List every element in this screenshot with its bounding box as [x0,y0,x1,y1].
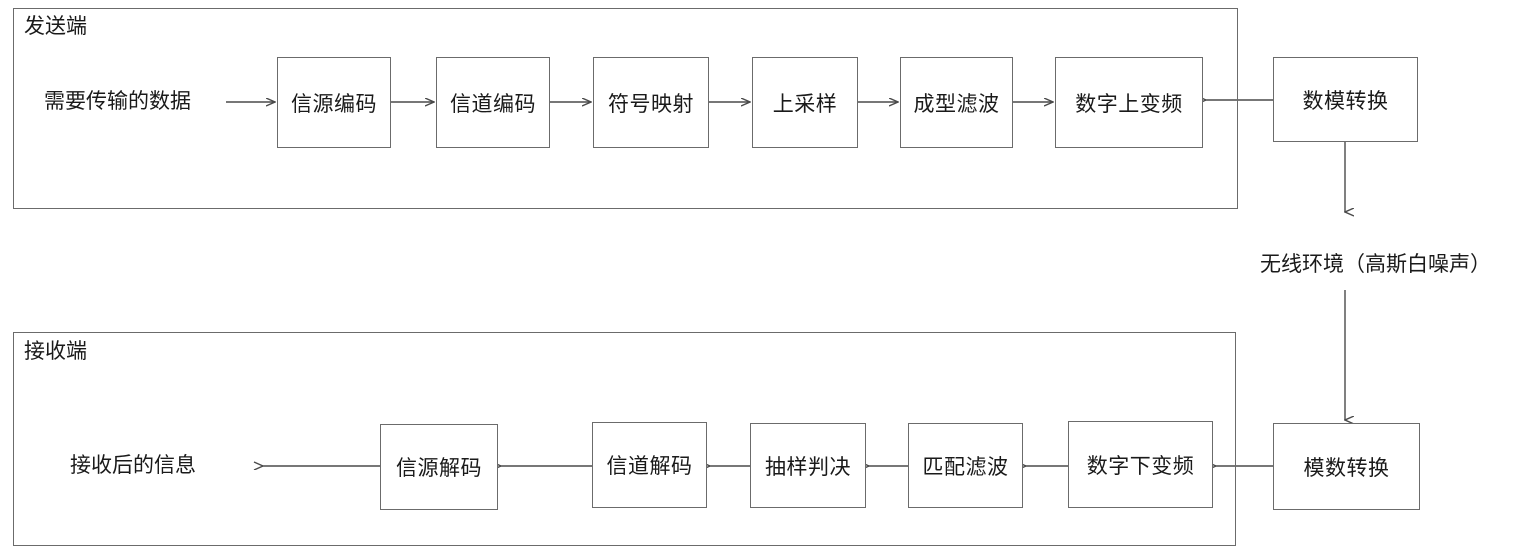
transmitter-section-title: 发送端 [24,14,87,38]
rx-block-digital-downconversion[interactable]: 数字下变频 [1068,421,1213,508]
tx-block-digital-upconversion[interactable]: 数字上变频 [1055,57,1203,148]
rx-block-source-decoding[interactable]: 信源解码 [380,424,498,510]
transmitter-section-frame [13,8,1238,209]
rx-block-analog-to-digital-conversion[interactable]: 模数转换 [1273,423,1420,510]
wireless-channel-label: 无线环境（高斯白噪声） [1260,252,1491,276]
tx-block-digital-to-analog-conversion[interactable]: 数模转换 [1273,57,1418,142]
receiver-output-label: 接收后的信息 [70,453,196,477]
tx-block-source-encoding[interactable]: 信源编码 [277,57,391,148]
rx-block-sampling-decision[interactable]: 抽样判决 [750,423,866,508]
rx-block-channel-decoding[interactable]: 信道解码 [592,422,707,508]
tx-block-upsampling[interactable]: 上采样 [752,57,858,148]
tx-block-symbol-mapping[interactable]: 符号映射 [593,57,709,148]
rx-block-matched-filter[interactable]: 匹配滤波 [908,423,1023,508]
tx-block-shaping-filter[interactable]: 成型滤波 [900,57,1013,148]
receiver-section-title: 接收端 [24,339,87,363]
tx-block-channel-encoding[interactable]: 信道编码 [436,57,550,148]
transmitter-input-label: 需要传输的数据 [44,89,191,113]
receiver-section-frame [13,332,1236,546]
